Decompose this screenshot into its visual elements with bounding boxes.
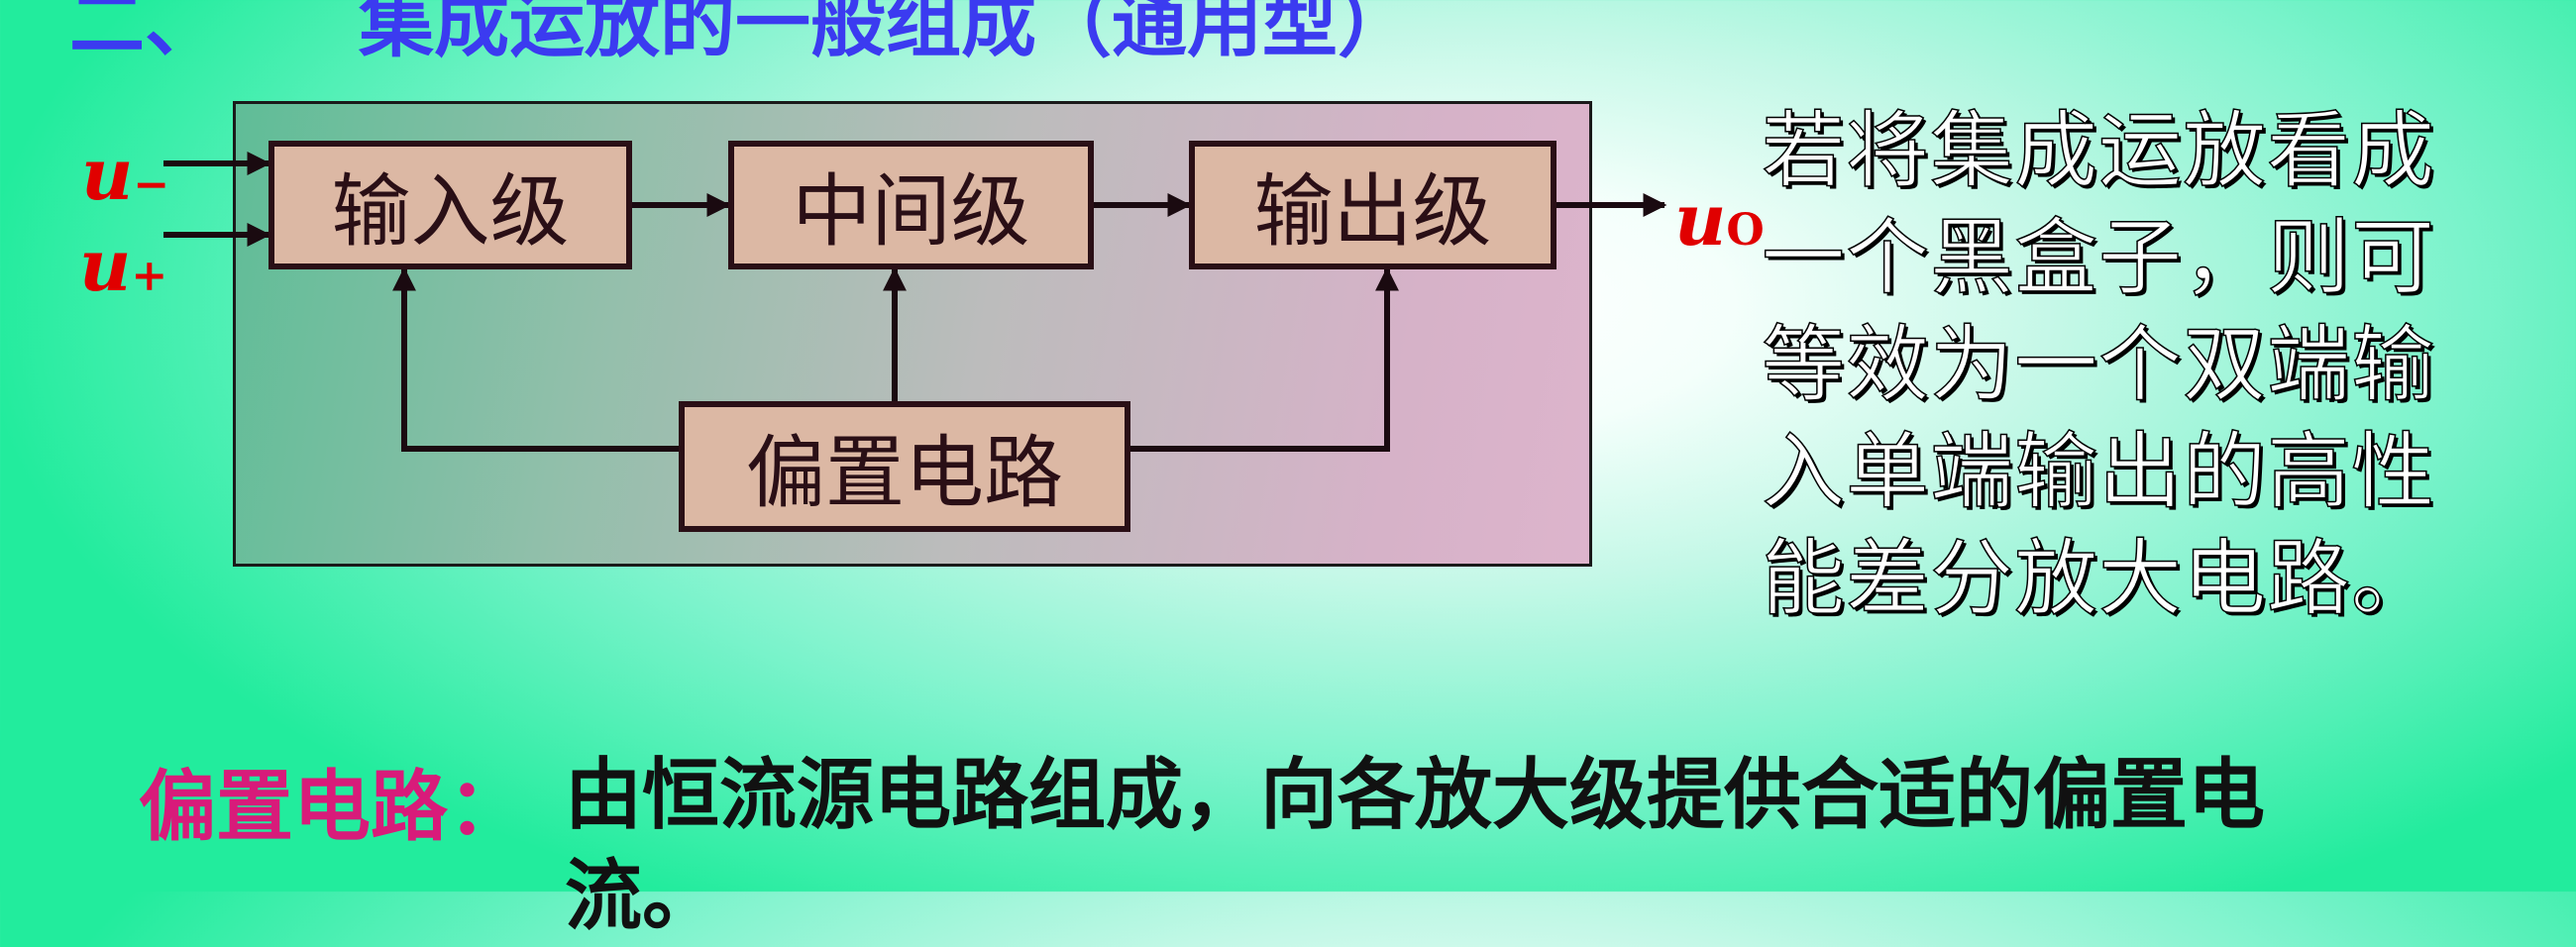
slide-heading: 二、 集成运放的一般组成（通用型）: [69, 0, 1413, 71]
wire-bias-to-input: [392, 266, 682, 452]
input-stage-block: 输入级: [268, 141, 632, 269]
wire-bias-to-output: [1127, 266, 1399, 452]
bias-circuit-block: 偏置电路: [679, 401, 1130, 532]
output-stage-block: 输出级: [1189, 141, 1556, 269]
noninverting-input-label: u+: [79, 223, 168, 307]
heading-text: 集成运放的一般组成（通用型）: [359, 0, 1413, 67]
black-box-description: 若将集成运放看成一个黑盒子，则可等效为一个双端输入单端输出的高性能差分放大电路。: [1761, 101, 2436, 628]
output-label: uO: [1674, 177, 1765, 262]
middle-stage-block: 中间级: [728, 141, 1094, 269]
bias-circuit-note-label: 偏置电路：: [139, 763, 526, 852]
bias-circuit-note-text: 由恒流源电路组成，向各放大级提供合适的偏置电流。: [565, 751, 2266, 941]
inverting-input-label: u−: [81, 132, 170, 216]
signal-wires: [163, 152, 1667, 452]
heading-number: 二、: [69, 0, 220, 67]
